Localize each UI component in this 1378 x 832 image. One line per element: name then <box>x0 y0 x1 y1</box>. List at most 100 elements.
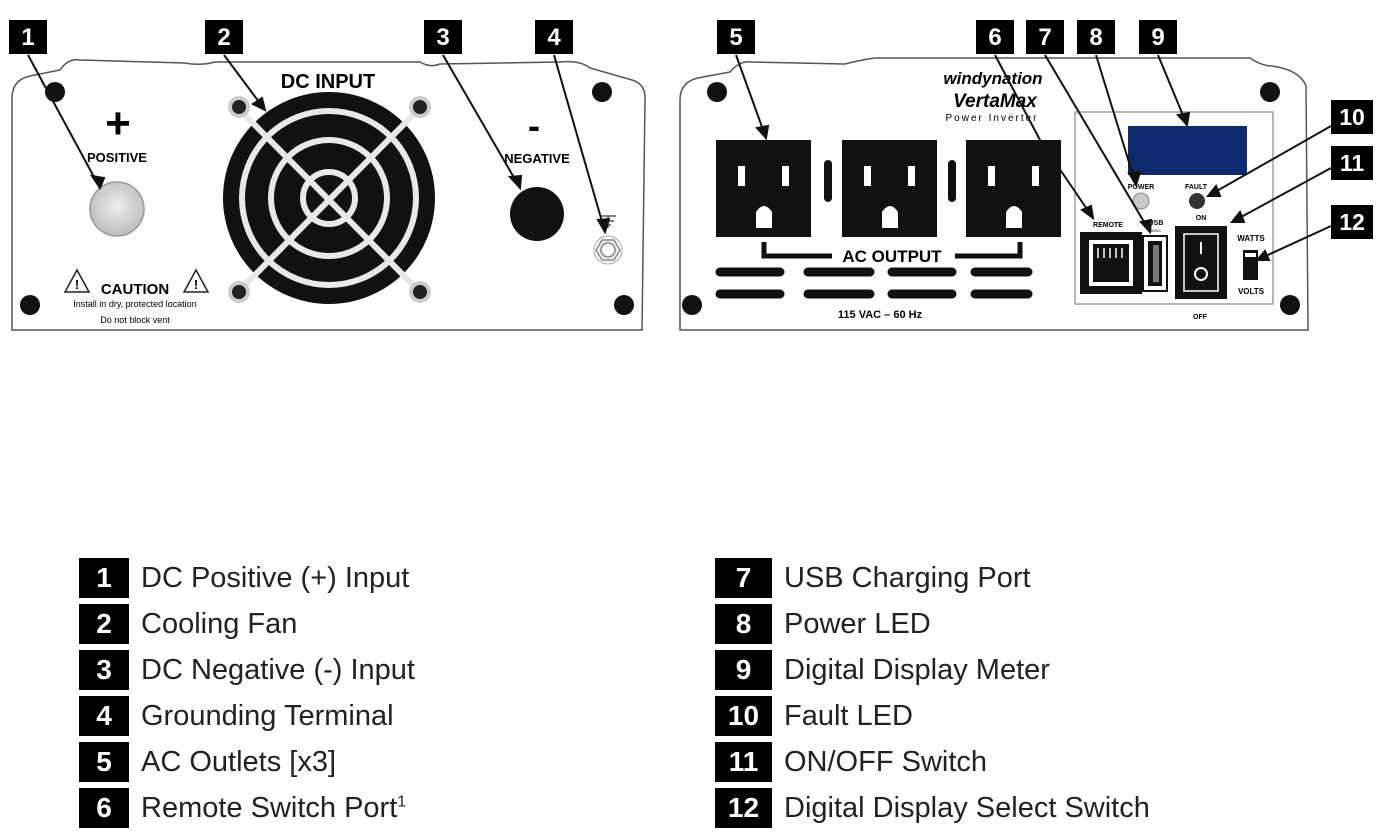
usb-sub-label: 5VDC <box>1151 228 1162 233</box>
mounting-hole-icon <box>614 295 634 315</box>
dc-input-label: DC INPUT <box>281 71 375 93</box>
legend-number: 2 <box>79 604 129 644</box>
select-switch-icon <box>1243 250 1258 280</box>
control-panel <box>1074 111 1274 305</box>
legend-label: AC Outlets [x3] <box>141 745 337 778</box>
legend-item: 1 DC Positive (+) Input <box>79 558 409 598</box>
power-switch-icon <box>1175 226 1227 299</box>
power-led-icon <box>1132 192 1150 210</box>
warning-icon <box>182 268 210 293</box>
svg-text:8: 8 <box>1089 24 1102 51</box>
svg-text:10: 10 <box>1339 104 1365 130</box>
legend-label: ON/OFF Switch <box>784 745 988 778</box>
legend-item: 6 Remote Switch Port1 <box>79 788 406 828</box>
brand-logo: windynation <box>943 69 1042 88</box>
svg-text:3: 3 <box>436 24 449 51</box>
off-label: OFF <box>1193 314 1208 321</box>
svg-text:1: 1 <box>21 24 34 51</box>
legend-item: 2 Cooling Fan <box>79 604 297 644</box>
volts-label: VOLTS <box>1238 287 1265 296</box>
legend-number: 3 <box>79 650 129 690</box>
legend-label: DC Positive (+) Input <box>141 561 410 594</box>
legend-item: 9 Digital Display Meter <box>715 650 1050 690</box>
svg-text:12: 12 <box>1339 209 1365 235</box>
fault-led-label: FAULT <box>1185 184 1208 191</box>
callout-badge-1: 1 <box>9 20 47 54</box>
remote-label: REMOTE <box>1093 222 1123 229</box>
legend-number: 10 <box>715 696 772 736</box>
mounting-hole-icon <box>682 295 702 315</box>
positive-symbol: + <box>105 99 131 148</box>
legend-label: Digital Display Select Switch <box>784 791 1150 824</box>
callout-badge-8: 8 <box>1077 20 1115 54</box>
legend-number: 7 <box>715 558 772 598</box>
watts-label: WATTS <box>1237 234 1265 243</box>
legend-item: 3 DC Negative (-) Input <box>79 650 415 690</box>
front-panel: + POSITIVE DC INPUT - NEGATIVE <box>11 58 646 331</box>
ac-output-label: AC OUTPUT <box>842 247 942 266</box>
mounting-hole-icon <box>707 82 727 102</box>
mounting-hole-icon <box>20 295 40 315</box>
legend-label: Digital Display Meter <box>784 653 1050 686</box>
product-name: Power Inverter <box>945 113 1038 124</box>
negative-symbol: - <box>528 105 540 146</box>
callout-badge-9: 9 <box>1139 20 1177 54</box>
svg-text:2: 2 <box>217 24 230 51</box>
callout-badge-4: 4 <box>535 20 573 54</box>
caution-line-1: Install in dry, protected location <box>73 299 196 309</box>
caution-block: ! ! CAUTION Install in dry, protected lo… <box>63 268 210 325</box>
digital-display <box>1128 126 1247 175</box>
svg-text:9: 9 <box>1151 24 1164 51</box>
ac-outlets <box>716 140 1061 237</box>
legend-label: Remote Switch Port1 <box>141 791 407 824</box>
callout-badge-3: 3 <box>424 20 462 54</box>
legend-item: 4 Grounding Terminal <box>79 696 394 736</box>
remote-port-icon <box>1080 232 1142 294</box>
mounting-hole-icon <box>592 82 612 102</box>
svg-text:4: 4 <box>547 24 561 51</box>
on-label: ON <box>1196 215 1207 222</box>
legend-number: 5 <box>79 742 129 782</box>
legend-item: 12 Digital Display Select Switch <box>715 788 1150 828</box>
legend-item: 10 Fault LED <box>715 696 913 736</box>
legend-item: 5 AC Outlets [x3] <box>79 742 336 782</box>
callout-badge-2: 2 <box>205 20 243 54</box>
legend-number: 8 <box>715 604 772 644</box>
power-led-label: POWER <box>1128 184 1154 191</box>
mounting-hole-icon <box>1260 82 1280 102</box>
legend-label: DC Negative (-) Input <box>141 653 415 686</box>
svg-text:6: 6 <box>988 24 1001 51</box>
cooling-fan-icon <box>223 92 435 304</box>
legend-number: 11 <box>715 742 772 782</box>
legend-number: 4 <box>79 696 129 736</box>
callout-leaders <box>27 54 1332 261</box>
legend-label: USB Charging Port <box>784 561 1031 594</box>
inverter-diagram: + POSITIVE DC INPUT - NEGATIVE <box>9 20 1373 331</box>
legend-number: 9 <box>715 650 772 690</box>
positive-terminal <box>89 181 145 237</box>
svg-text:!: ! <box>75 277 79 292</box>
legend-item: 8 Power LED <box>715 604 931 644</box>
usb-label: USB <box>1149 220 1164 227</box>
rear-panel: windynation VertaMax Power Inverter AC O… <box>679 57 1309 331</box>
callout-badge-11: 11 <box>1331 146 1373 180</box>
legend-item: 11 ON/OFF Switch <box>715 742 987 782</box>
usb-port-icon <box>1142 235 1168 292</box>
callout-badge-6: 6 <box>976 20 1014 54</box>
legend-number: 12 <box>715 788 772 828</box>
svg-text:11: 11 <box>1340 150 1365 176</box>
vent-slots <box>715 267 1033 299</box>
legend-label: Cooling Fan <box>141 607 298 640</box>
warning-icon <box>63 268 91 293</box>
legend-number: 1 <box>79 558 129 598</box>
legend-label: Grounding Terminal <box>141 699 394 732</box>
negative-terminal <box>510 187 564 241</box>
callout-badge-12: 12 <box>1331 205 1373 239</box>
callout-badges: 1 2 3 4 5 6 7 8 9 10 11 12 <box>9 20 1373 239</box>
legend-item: 7 USB Charging Port <box>715 558 1031 598</box>
caution-line-2: Do not block vent <box>100 315 170 325</box>
svg-text:5: 5 <box>729 24 742 51</box>
caution-title: CAUTION <box>101 281 169 298</box>
fault-led-icon <box>1189 193 1205 209</box>
